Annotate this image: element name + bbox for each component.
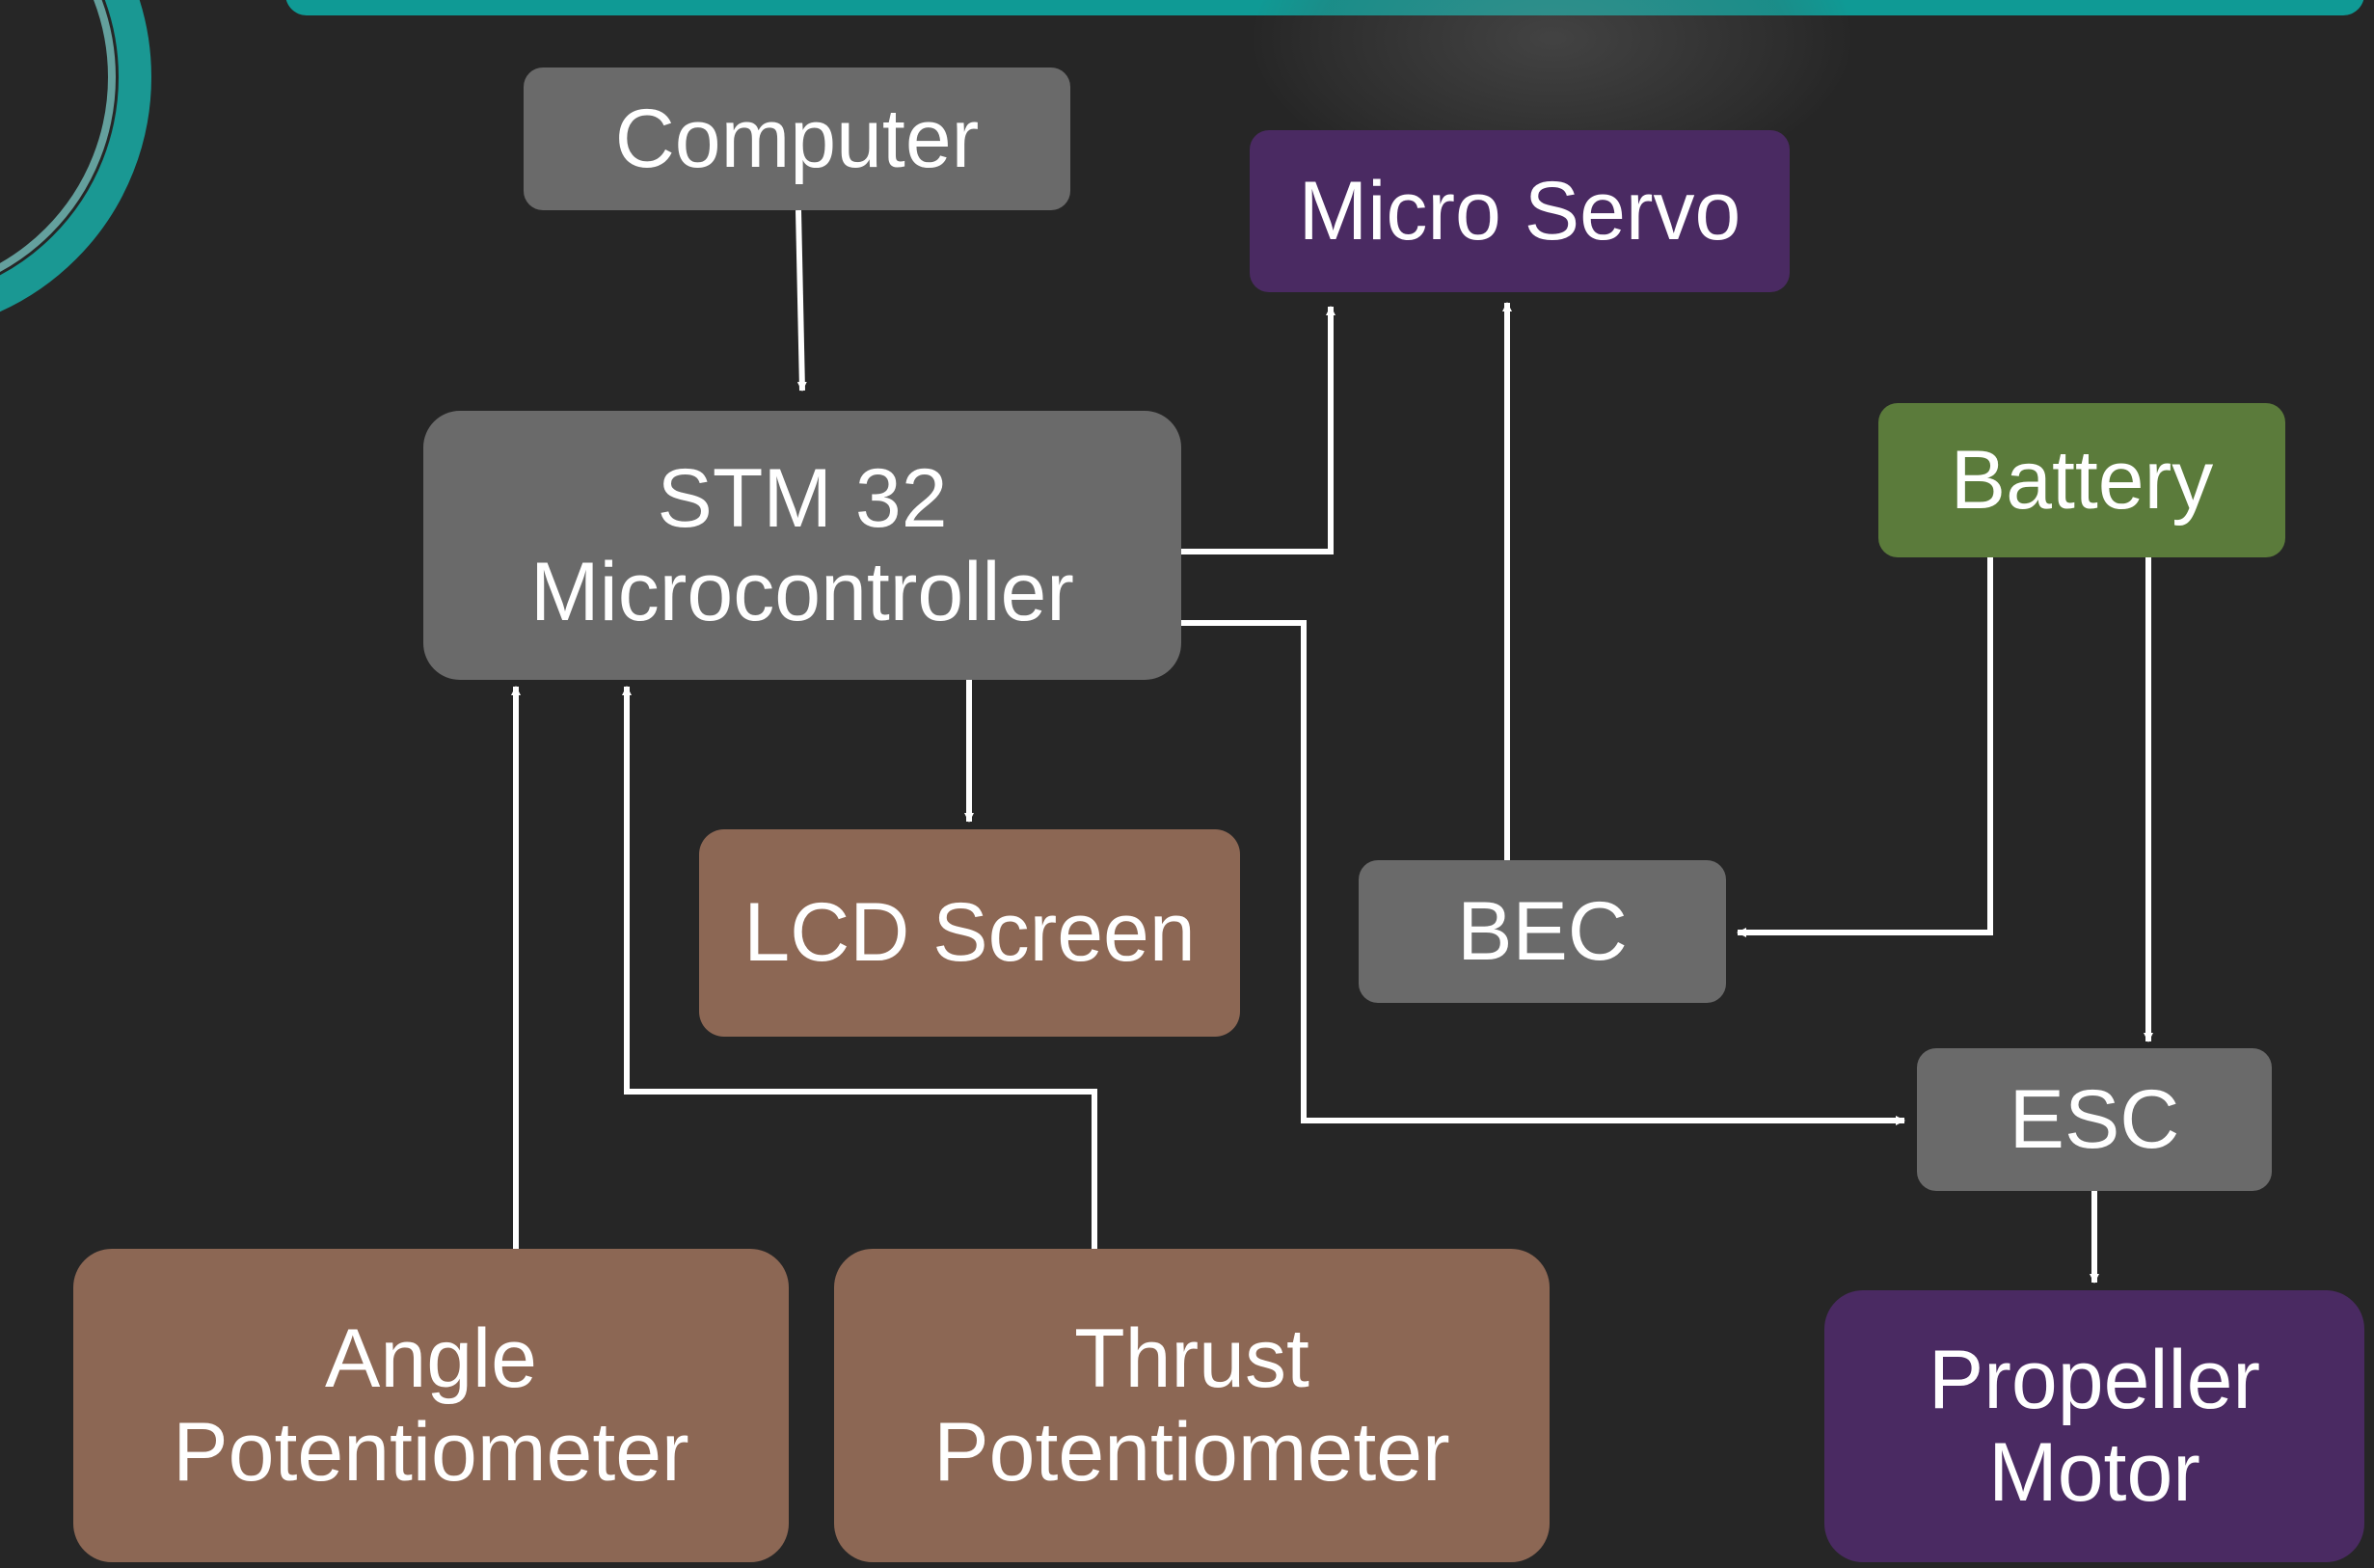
battery-label: Battery — [1950, 433, 2214, 527]
thrust-pot-label-line1: Thrust — [1074, 1312, 1309, 1406]
wire-stm32-to-esc — [1181, 620, 1905, 1125]
angle-pot-label-line1: Angle — [325, 1312, 537, 1406]
thrust-potentiometer-block: Thrust Potentiometer — [834, 1249, 1550, 1562]
propeller-motor-label-line2: Motor — [1988, 1426, 2200, 1519]
angle-potentiometer-block: Angle Potentiometer — [73, 1249, 789, 1562]
wire-thrust-pot-to-stm32 — [622, 686, 1097, 1249]
computer-label: Computer — [614, 92, 980, 185]
lcd-screen-label: LCD Screen — [743, 886, 1196, 980]
lcd-screen-block: LCD Screen — [699, 829, 1240, 1037]
wire-computer-to-stm32 — [796, 209, 807, 392]
esc-label: ESC — [2009, 1072, 2180, 1166]
stm32-label-line1: STM 32 — [657, 452, 948, 546]
angle-pot-label-line2: Potentiometer — [173, 1405, 689, 1499]
micro-servo-block: Micro Servo — [1250, 130, 1790, 292]
teal-header-bar — [285, 0, 2364, 15]
esc-block: ESC — [1917, 1048, 2272, 1191]
bec-label: BEC — [1457, 884, 1628, 978]
propeller-motor-block: Propeller Motor — [1824, 1290, 2364, 1562]
wire-battery-to-bec — [1737, 557, 1993, 937]
bec-block: BEC — [1359, 860, 1726, 1003]
thrust-pot-label-line2: Potentiometer — [933, 1405, 1450, 1499]
stm32-label-line2: Microcontroller — [530, 545, 1074, 638]
computer-block: Computer — [524, 68, 1070, 210]
micro-servo-label: Micro Servo — [1298, 164, 1741, 257]
stm32-microcontroller-block: STM 32 Microcontroller — [423, 411, 1181, 680]
wire-stm32-to-micro-servo — [1181, 306, 1335, 554]
propeller-motor-label-line1: Propeller — [1928, 1333, 2261, 1426]
battery-block: Battery — [1878, 403, 2285, 557]
